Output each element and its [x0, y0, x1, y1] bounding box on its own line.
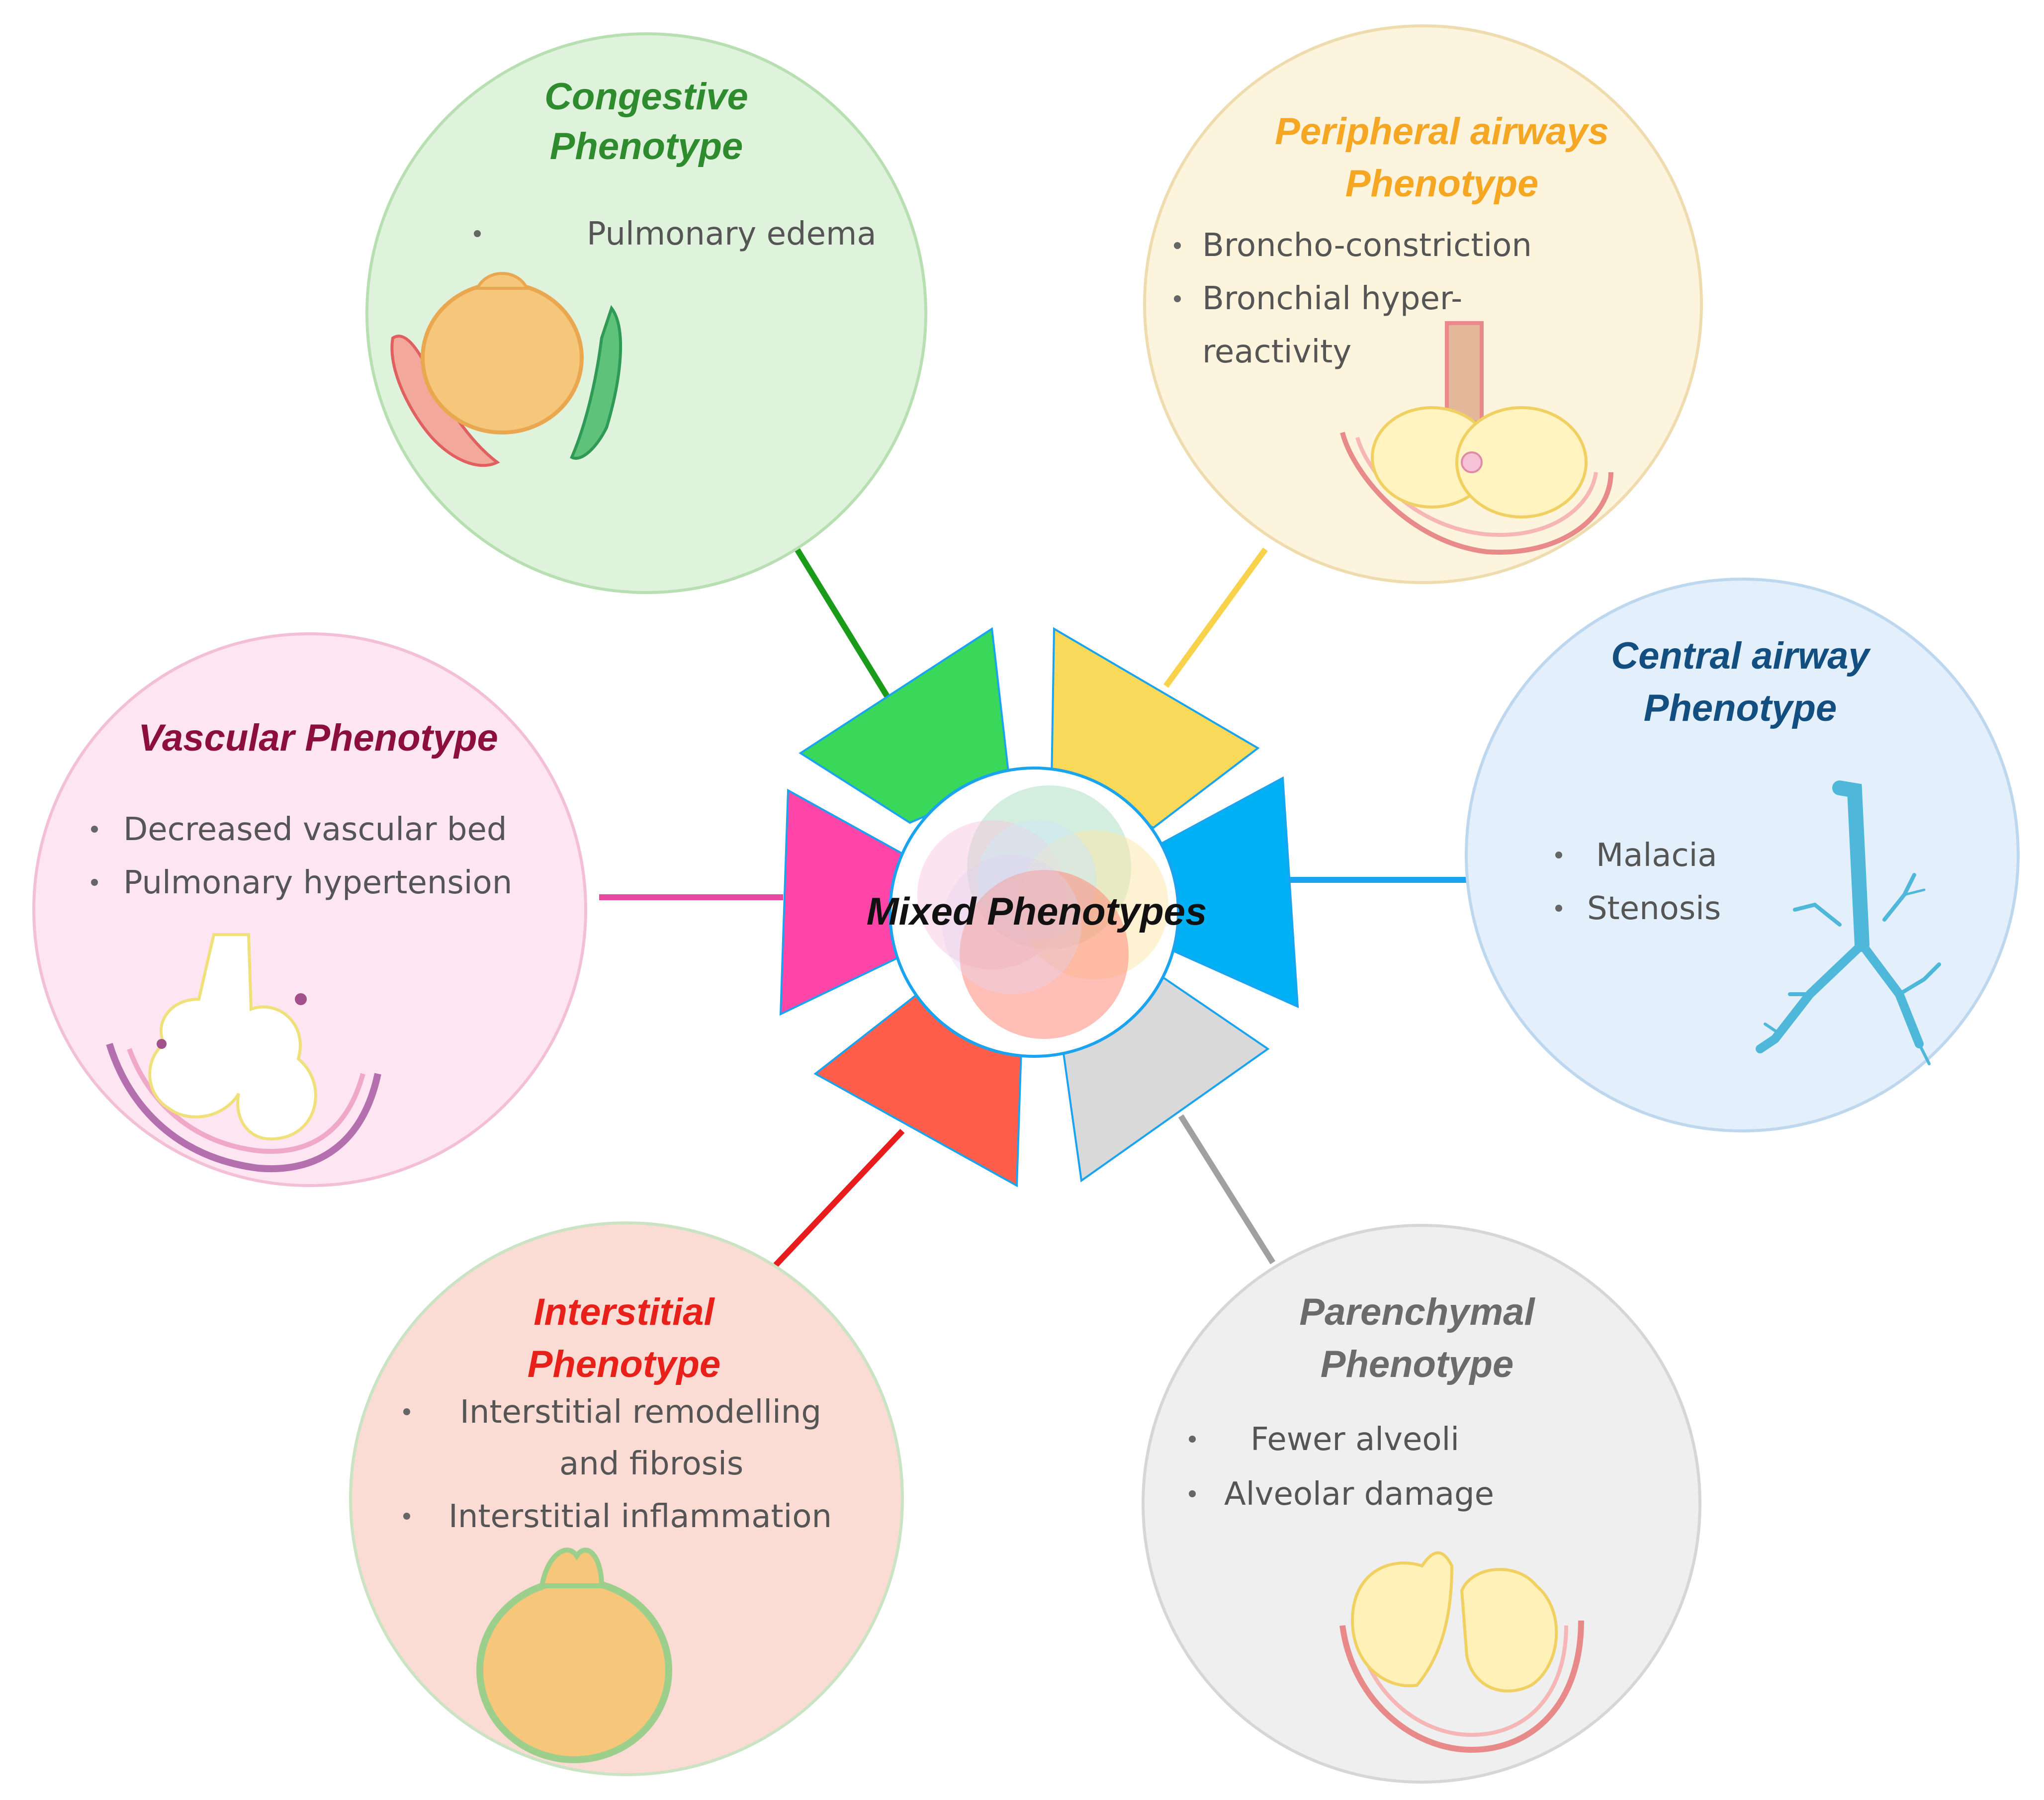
central-title-line2: Phenotype [1644, 687, 1837, 729]
peripheral-title-line1: Peripheral airways [1275, 110, 1609, 153]
central-circle [1465, 578, 2020, 1132]
bullet-icon [403, 1408, 410, 1415]
vascular-item-2: Pulmonary hypertension [123, 864, 512, 901]
central-title-line1: Central airway [1611, 635, 1871, 677]
connector-interstitial [773, 1128, 905, 1268]
congestive-circle [365, 32, 927, 594]
venn-center [889, 767, 1180, 1058]
congestive-title-line1: Congestive [544, 76, 748, 118]
congestive-phenotype-node: Congestive Phenotype Pulmonary edema [365, 32, 927, 594]
congestive-title-line2: Phenotype [550, 125, 743, 168]
vascular-bed-illustration [106, 933, 381, 1172]
parenchymal-title-line2: Phenotype [1321, 1343, 1514, 1385]
parenchymal-item-1: Fewer alveoli [1250, 1421, 1459, 1458]
interstitial-title-line2: Phenotype [528, 1343, 721, 1385]
peripheral-title-line2: Phenotype [1345, 163, 1539, 205]
parenchymal-phenotype-node: Parenchymal Phenotype Fewer alveoli Alve… [1142, 1224, 1701, 1784]
bullet-icon [1174, 242, 1181, 249]
connector-peripheral [1163, 547, 1268, 688]
bullet-icon [1189, 1436, 1196, 1443]
interstitial-item-3: Interstitial inflammation [448, 1498, 832, 1535]
interstitial-title-line1: Interstitial [533, 1291, 715, 1333]
vascular-phenotype-node: Vascular Phenotype Decreased vascular be… [32, 632, 587, 1187]
bullet-icon [1555, 852, 1562, 858]
connector-congestive [793, 545, 893, 703]
alveolus-fibrosis-illustration [476, 1547, 672, 1763]
connector-parenchymal [1178, 1114, 1276, 1265]
alveolus-edema-illustration [390, 272, 622, 467]
bullet-icon [474, 230, 481, 237]
bullet-icon [1174, 295, 1181, 302]
central-item-1: Malacia [1596, 837, 1717, 874]
vascular-title: Vascular Phenotype [138, 717, 498, 759]
parenchymal-title-line1: Parenchymal [1299, 1291, 1535, 1333]
bullet-icon [403, 1513, 410, 1520]
central-phenotype-node: Central airway Phenotype Malacia Stenosi… [1465, 578, 2020, 1132]
bronchiole-constriction-illustration [1340, 321, 1613, 555]
alveolar-damage-illustration [1339, 1551, 1584, 1753]
bullet-icon [1189, 1490, 1196, 1497]
peripheral-item-3: reactivity [1202, 334, 1351, 370]
vascular-item-1: Decreased vascular bed [123, 811, 507, 848]
parenchymal-circle [1142, 1224, 1701, 1784]
mixed-phenotypes-hub: Mixed Phenotypes [779, 627, 1299, 1188]
congestive-item-1: Pulmonary edema [587, 216, 877, 253]
bullet-icon [91, 879, 98, 886]
peripheral-phenotype-node: Peripheral airways Phenotype Broncho-con… [1143, 24, 1703, 584]
interstitial-item-2: and fibrosis [559, 1446, 743, 1482]
bullet-icon [91, 826, 98, 833]
peripheral-item-1: Broncho-constriction [1202, 227, 1532, 264]
wedge-peripheral [1050, 627, 1260, 829]
peripheral-item-2: Bronchial hyper- [1202, 280, 1462, 317]
parenchymal-item-2: Alveolar damage [1224, 1476, 1494, 1513]
interstitial-phenotype-node: Interstitial Phenotype Interstitial remo… [349, 1221, 904, 1776]
trachea-illustration [1756, 780, 1941, 1065]
bullet-icon [1555, 905, 1562, 912]
center-label: Mixed Phenotypes [867, 889, 1207, 933]
central-item-2: Stenosis [1587, 890, 1721, 927]
interstitial-item-1: Interstitial remodelling [460, 1394, 821, 1431]
